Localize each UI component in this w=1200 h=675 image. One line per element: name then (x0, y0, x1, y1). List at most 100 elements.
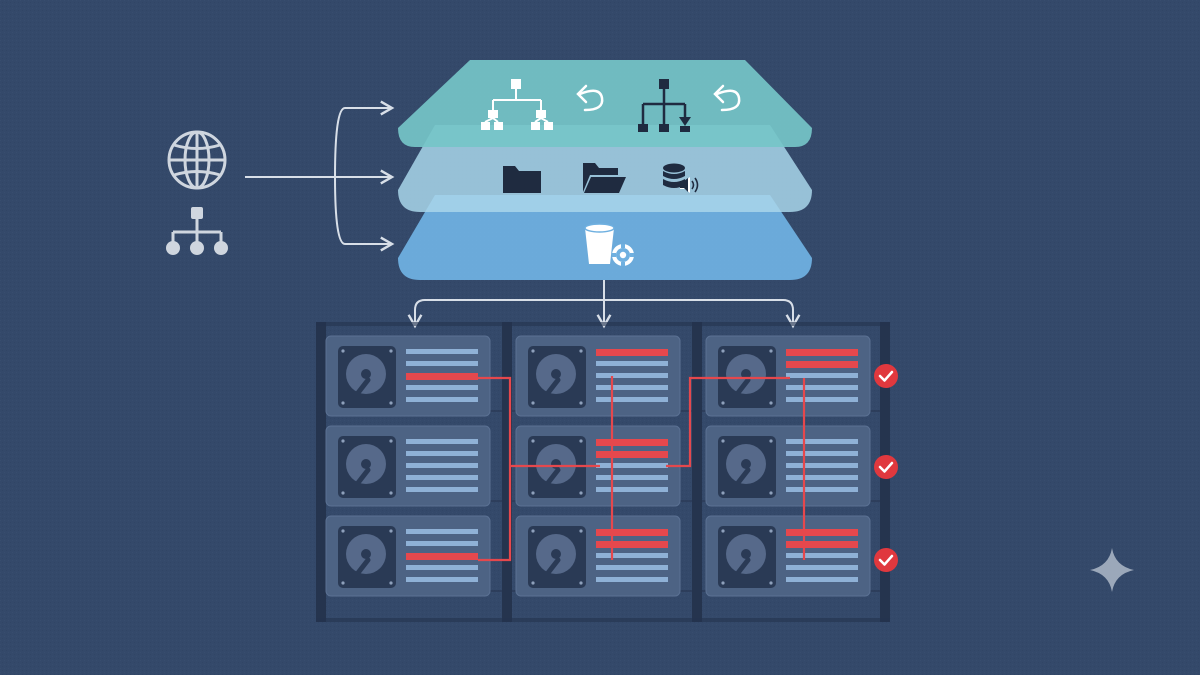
data-stripe-highlighted (786, 529, 858, 536)
undo-icon (576, 84, 604, 112)
status-column (874, 364, 898, 572)
screw (341, 581, 345, 585)
check-icon (874, 548, 898, 572)
screw (579, 401, 583, 405)
screw (531, 529, 535, 533)
screw (341, 439, 345, 443)
data-stripe (786, 553, 858, 558)
screw (769, 581, 773, 585)
actuator-arm (351, 377, 371, 401)
screw (579, 349, 583, 353)
globe-icon (167, 130, 227, 190)
spindle (361, 369, 371, 379)
actuator-arm (731, 377, 751, 401)
spindle (741, 369, 751, 379)
drive-bay (705, 515, 871, 597)
data-stripe (786, 451, 858, 456)
data-stripe-highlighted (596, 439, 668, 446)
rack-rail (692, 322, 702, 622)
data-stripe (406, 463, 478, 468)
data-stripe-highlighted (786, 541, 858, 548)
screw (721, 581, 725, 585)
data-stripe-highlighted (786, 361, 858, 368)
screw (531, 439, 535, 443)
data-stripe (406, 487, 478, 492)
screw (579, 529, 583, 533)
bucket-gear-icon (584, 223, 634, 266)
screw (531, 491, 535, 495)
actuator-arm (731, 557, 751, 581)
screw (579, 581, 583, 585)
data-stripe (786, 397, 858, 402)
hierarchy-download-icon (638, 79, 691, 132)
data-stripe-highlighted (596, 541, 668, 548)
data-stripe-highlighted (596, 349, 668, 356)
folder-icon (503, 166, 541, 193)
data-stripe-highlighted (406, 373, 478, 380)
actuator-arm (541, 377, 561, 401)
data-stripe (406, 349, 478, 354)
data-stripe (596, 487, 668, 492)
database-audio-icon (663, 163, 699, 193)
screw (341, 349, 345, 353)
drive-bay (325, 335, 491, 417)
data-stripe (786, 475, 858, 480)
data-stripe (406, 397, 478, 402)
raid-stripe-links (478, 376, 806, 562)
data-stripe (786, 463, 858, 468)
data-stripe (786, 577, 858, 582)
screw (531, 349, 535, 353)
data-stripe (596, 397, 668, 402)
drive-bay (325, 425, 491, 507)
rack-top (316, 322, 890, 326)
network-tree-icon (166, 207, 228, 255)
data-stripe (406, 541, 478, 546)
spindle (741, 549, 751, 559)
screw (721, 349, 725, 353)
screw (531, 401, 535, 405)
screw (341, 401, 345, 405)
hierarchy-icon (481, 79, 553, 130)
spindle (361, 459, 371, 469)
spindle (551, 459, 561, 469)
data-stripe (406, 577, 478, 582)
rack-bottom (316, 618, 890, 622)
screw (721, 529, 725, 533)
data-stripe (596, 373, 668, 378)
raid-link (478, 376, 512, 562)
screw (769, 401, 773, 405)
drive-bay (325, 515, 491, 597)
data-stripe (786, 565, 858, 570)
screw (341, 529, 345, 533)
screw (389, 439, 393, 443)
screw (769, 439, 773, 443)
spindle (551, 369, 561, 379)
screw (389, 529, 393, 533)
distribution-connector (407, 280, 801, 329)
screw (389, 349, 393, 353)
screw (769, 491, 773, 495)
data-stripe (406, 475, 478, 480)
check-icon (874, 455, 898, 479)
screw (341, 491, 345, 495)
data-stripe (596, 385, 668, 390)
data-stripe (596, 577, 668, 582)
screw (579, 439, 583, 443)
data-stripe (786, 439, 858, 444)
screw (721, 401, 725, 405)
screw (389, 581, 393, 585)
data-stripe-highlighted (596, 529, 668, 536)
drive-bay (515, 515, 681, 597)
source-connector (245, 100, 395, 252)
actuator-arm (541, 557, 561, 581)
data-stripe (406, 451, 478, 456)
drive-bay (515, 335, 681, 417)
raid-link (666, 376, 790, 468)
rack-rail (502, 322, 512, 622)
data-stripe (596, 475, 668, 480)
actuator-arm (541, 467, 561, 491)
screw (579, 491, 583, 495)
rack-rail (316, 322, 326, 622)
